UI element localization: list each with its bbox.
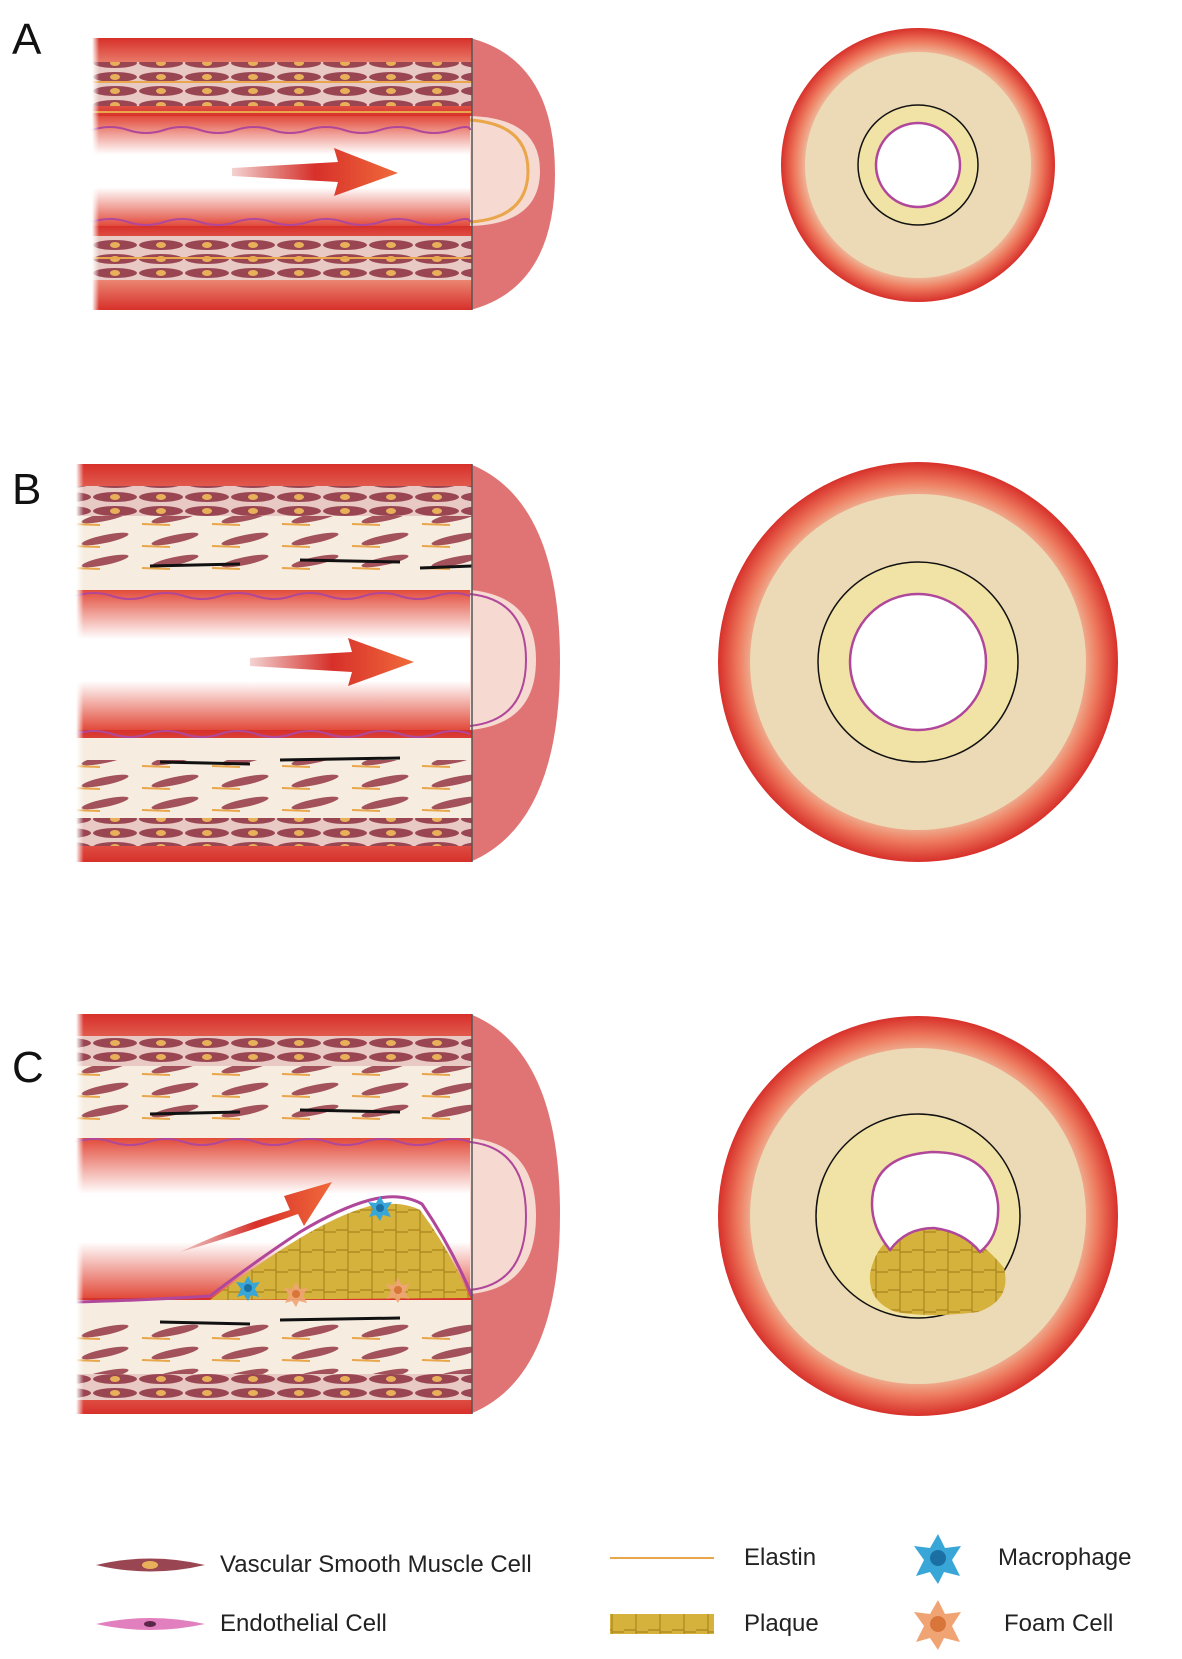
lumen-cross-section: [870, 1150, 1000, 1254]
lumen-cross-section: [874, 121, 962, 209]
intimal-thickening-lower: [76, 760, 472, 818]
panel-c-longitudinal: [75, 1014, 560, 1414]
legend-foam-cell-icon: [914, 1600, 961, 1650]
endothelium-lower: [91, 218, 471, 226]
panel-label-c: C: [12, 1043, 44, 1092]
legend: [96, 1534, 961, 1650]
legend-label-foam-cell: Foam Cell: [1004, 1610, 1114, 1637]
intimal-thickening-upper: [76, 516, 472, 572]
panel-a-cross-section: [781, 28, 1055, 302]
panel-b-cross-section: [718, 462, 1118, 862]
foam-cell-icon: [284, 1282, 308, 1307]
blood-flow-arrow: [180, 1182, 332, 1252]
legend-label-endothelial: Endothelial Cell: [220, 1610, 387, 1637]
lumen-cross-section: [848, 592, 988, 732]
legend-plaque-icon: [610, 1614, 714, 1634]
legend-label-elastin: Elastin: [744, 1544, 817, 1571]
legend-label-vsmc: Vascular Smooth Muscle Cell: [220, 1551, 532, 1578]
panel-label-a: A: [12, 15, 42, 64]
panel-a-longitudinal: [91, 38, 555, 310]
legend-label-plaque: Plaque: [744, 1610, 819, 1637]
plaque-longitudinal: [210, 1203, 470, 1300]
legend-vsmc-icon: [96, 1558, 205, 1572]
blood-flow-arrow: [232, 148, 398, 196]
panel-label-b: B: [12, 465, 42, 514]
legend-macrophage-icon: [914, 1534, 961, 1584]
macrophage-icon: [236, 1276, 260, 1301]
endothelium-over-plaque: [75, 1195, 474, 1304]
macrophage-icon: [368, 1196, 392, 1221]
vsmc-layer-upper: [92, 62, 472, 106]
panel-c-cross-section: [718, 1016, 1118, 1416]
plaque-cross-section: [869, 1224, 1006, 1315]
blood-flow-arrow: [250, 638, 414, 686]
legend-label-macrophage: Macrophage: [998, 1544, 1132, 1571]
legend-endothelial-icon: [96, 1618, 205, 1630]
panel-b-longitudinal: [75, 464, 560, 862]
foam-cell-icon: [386, 1278, 410, 1303]
endothelium-upper: [91, 126, 471, 134]
